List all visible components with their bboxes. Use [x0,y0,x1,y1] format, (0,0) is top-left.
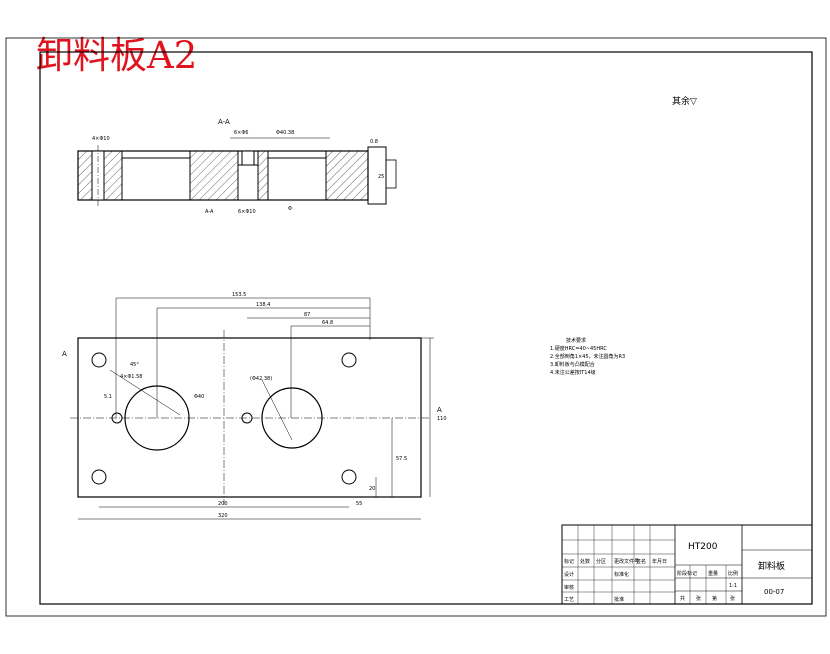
tb-sheet-4: 张 [730,595,735,602]
tb-drawing-no: 00-07 [764,588,784,596]
plan-callout-1: 4×Φ1.58 [120,374,142,380]
section-callout-8: Φ [288,206,292,212]
plate-outline [77,337,422,498]
tb-row-label-6: 年月日 [652,558,667,565]
notes-line-4: 4.未注公差按IT14级 [550,369,596,376]
dim-label-3: 87 [304,312,310,318]
section-callout-1: 4×Φ10 [92,136,110,142]
section-label: A-A [218,118,230,126]
plan-callout-4: Φ40 [194,394,204,400]
tb-row-label-7: 设计 [564,571,574,578]
tb-row-label-5: 签名 [636,558,646,565]
leader-left [109,369,181,416]
tb-row-label-9: 工艺 [564,597,574,603]
dim-label-2: 138.4 [256,302,270,308]
section-callout-3: Φ40.38 [276,130,294,136]
dim-label-4: 64.8 [322,320,333,326]
tb-row-label-3: 分区 [596,558,606,565]
tb-scale: 1:1 [729,583,737,589]
tb-row-label-1: 标记 [564,558,574,565]
plan-callout-5: (Φ42.38) [250,376,272,382]
section-mark-left: A [62,350,67,358]
leader-right [261,379,293,441]
section-callout-5: 25 [378,174,384,180]
section-hole-mid-top [241,150,255,166]
section-callout-4: 0.8 [370,139,378,145]
inner-frame [39,51,813,605]
tb-row-label-2: 处数 [580,558,590,565]
dim-label-8: 110 [437,416,447,422]
small-hole-left [111,412,123,424]
tb-stage-1: 阶段标记 [677,570,697,577]
tb-row-label-8: 审核 [564,584,574,591]
tb-row-label-11: 批准 [614,596,624,603]
sheet-title: 卸料板A2 [36,34,198,77]
section-mark-right: A [437,406,442,414]
tb-stage-3: 比例 [728,570,738,577]
tb-row-label-4: 更改文件号 [614,558,639,565]
tb-material: HT200 [688,542,718,552]
section-callout-7: 6×Φ10 [238,209,256,215]
section-hatch-mid [189,150,239,201]
title-block: 标记 处数 分区 更改文件号 签名 年月日 设计 审核 工艺 标准化 批准 阶段… [561,524,813,605]
corner-hole-bottom-right [341,469,357,485]
plan-view: 153.5 138.4 87 64.8 200 320 55 110 57.5 … [62,292,447,520]
section-hatch-mid2 [257,150,269,201]
dim-label-7: 55 [356,501,362,507]
section-hatch-right [325,150,369,201]
punch-opening-right [261,387,323,449]
tb-row-label-10: 标准化 [614,571,629,578]
corner-hole-bottom-left [91,469,107,485]
notes-line-2: 2.全部倒角1×45，未注圆角为R3 [550,353,625,360]
outer-frame [5,37,827,617]
dim-label-9: 57.5 [396,456,407,462]
small-hole-centre [241,412,253,424]
notes-line-1: 1.硬度HRC=40~45HRC [550,345,607,352]
dim-label-5: 200 [218,501,228,507]
tb-sheet-3: 第 [712,595,717,602]
corner-hole-top-left [91,352,107,368]
roughness-note: 其余▽ [672,95,697,107]
tb-sheet-2: 张 [696,595,701,602]
tb-part-name: 卸料板 [758,560,785,572]
corner-hole-top-right [341,352,357,368]
notes-heading: 技术要求 [566,337,586,344]
tb-stage-2: 重量 [708,570,718,577]
plan-callout-2: 45° [130,362,139,368]
section-callout-6: A-A [205,209,214,215]
plan-callout-3: 5.1 [104,394,112,400]
dim-label-10: 20 [369,486,375,492]
section-hole-mid [237,164,259,201]
section-callout-2: 6×Φ6 [234,130,249,136]
tb-sheet-1: 共 [680,595,685,602]
technical-notes: 技术要求 1.硬度HRC=40~45HRC 2.全部倒角1×45，未注圆角为R3… [550,337,625,376]
title-block-frame [561,524,813,605]
dim-label-1: 153.5 [232,292,246,298]
dim-label-6: 320 [218,513,228,519]
section-side-tab [385,159,397,189]
notes-line-3: 3.卸料板与凸模配合 [550,361,595,368]
section-view: A-A 4×Φ10 6×Φ6 Φ40.38 0.8 25 A-A 6×Φ10 Φ [77,118,397,215]
